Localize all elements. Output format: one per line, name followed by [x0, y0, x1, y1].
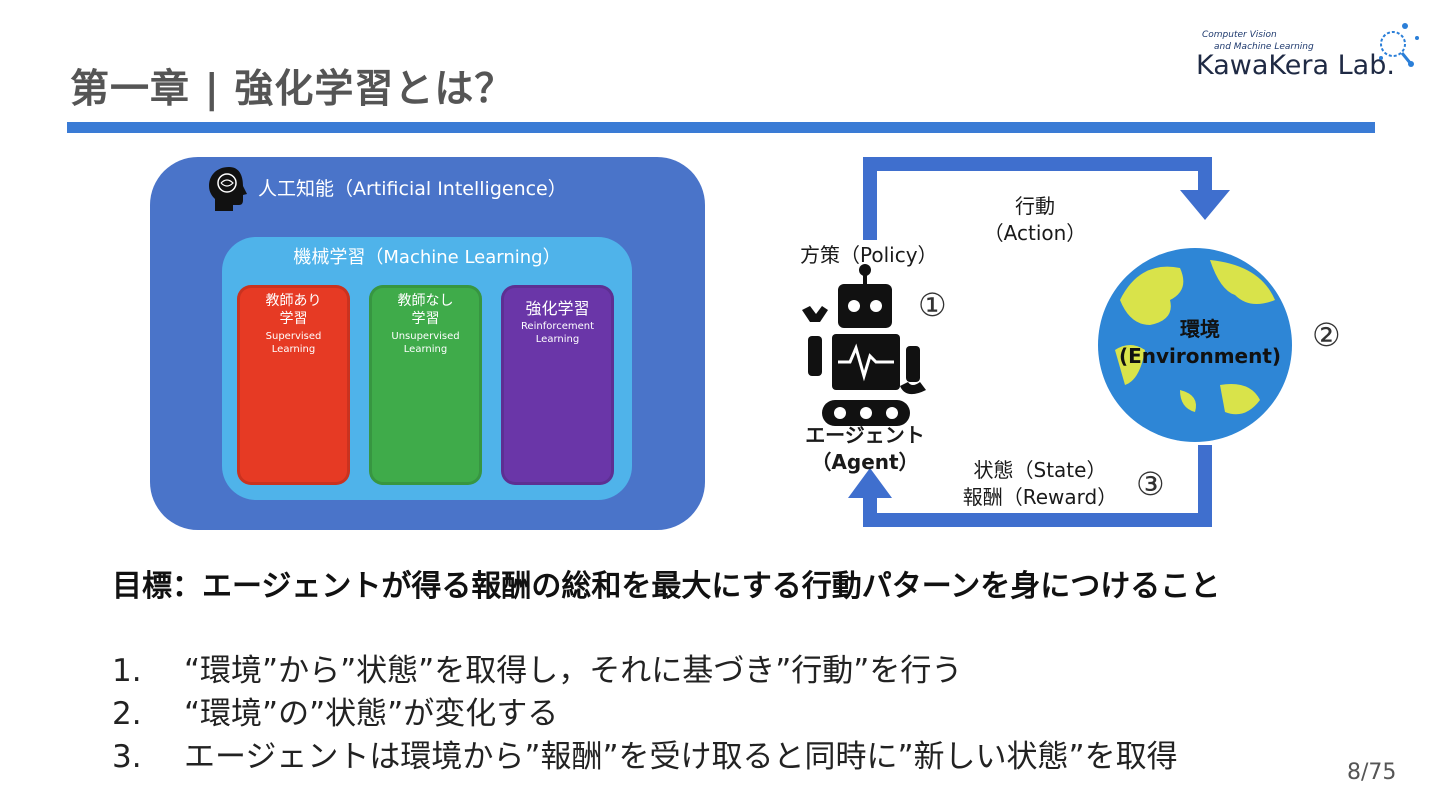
card-en-label: Reinforcement Learning — [520, 321, 595, 345]
step-number: 2. — [112, 696, 142, 732]
feedback-arrow — [863, 445, 1212, 527]
step-number: 1. — [112, 653, 142, 689]
policy-label: 方策（Policy） — [800, 243, 938, 267]
robot-agent-icon — [802, 264, 926, 426]
ai-label: 人工知能（Artificial Intelligence） — [258, 178, 567, 200]
action-label: 行動 （Action） — [983, 194, 1087, 245]
brain-head-icon — [209, 167, 247, 211]
reinforcement-learning-card: 強化学習 Reinforcement Learning — [501, 285, 614, 485]
step-marker-3: ③ — [1136, 465, 1165, 503]
logo-line-1: Computer Vision — [1202, 30, 1277, 40]
page-number: 8/75 — [1347, 760, 1397, 785]
slide-title: 第一章 | 強化学習とは？ — [70, 67, 515, 112]
card-jp-label: 強化学習 — [525, 299, 590, 318]
list-item: 1. “環境”から”状態”を取得し，それに基づき”行動”を行う — [112, 650, 1178, 693]
goal-statement: 目標：エージェントが得る報酬の総和を最大にする行動パターンを身につけること — [112, 569, 1221, 604]
feedback-arrow-head — [848, 468, 892, 498]
supervised-learning-card: 教師あり 学習 Supervised Learning — [237, 285, 350, 485]
lab-logo: Computer Vision and Machine Learning Kaw… — [1190, 18, 1425, 88]
step-text: エージェントは環境から”報酬”を受け取ると同時に”新しい状態”を取得 — [184, 739, 1178, 775]
step-marker-1: ① — [918, 286, 947, 324]
agent-label: エージェント （Agent） — [805, 423, 925, 474]
magnifier-network-icon — [1379, 23, 1419, 67]
step-marker-2: ② — [1312, 316, 1341, 354]
card-en-label: Supervised Learning — [265, 331, 322, 355]
logo-line-2: and Machine Learning — [1214, 42, 1314, 52]
action-arrow-head — [1180, 190, 1230, 220]
state-reward-label: 状態（State） 報酬（Reward） — [962, 458, 1118, 509]
card-en-label: Unsupervised Learning — [391, 331, 460, 355]
step-text: “環境”から”状態”を取得し，それに基づき”行動”を行う — [184, 653, 963, 689]
ml-label: 機械学習（Machine Learning） — [293, 247, 561, 268]
rl-loop-diagram — [802, 157, 1292, 527]
title-underline — [67, 122, 1375, 133]
step-list: 1. “環境”から”状態”を取得し，それに基づき”行動”を行う 2. “環境”の… — [112, 650, 1178, 779]
earth-icon — [1098, 248, 1292, 442]
card-jp-label: 教師あり 学習 — [265, 293, 322, 327]
unsupervised-learning-card: 教師なし 学習 Unsupervised Learning — [369, 285, 482, 485]
step-text: “環境”の”状態”が変化する — [184, 696, 559, 732]
list-item: 2. “環境”の”状態”が変化する — [112, 693, 1178, 736]
environment-label: 環境 (Environment) — [1118, 317, 1282, 368]
card-jp-label: 教師なし 学習 — [397, 293, 454, 327]
action-arrow — [863, 157, 1212, 240]
logo-name: KawaKera Lab. — [1196, 50, 1395, 81]
step-number: 3. — [112, 739, 142, 775]
list-item: 3. エージェントは環境から”報酬”を受け取ると同時に”新しい状態”を取得 — [112, 736, 1178, 779]
